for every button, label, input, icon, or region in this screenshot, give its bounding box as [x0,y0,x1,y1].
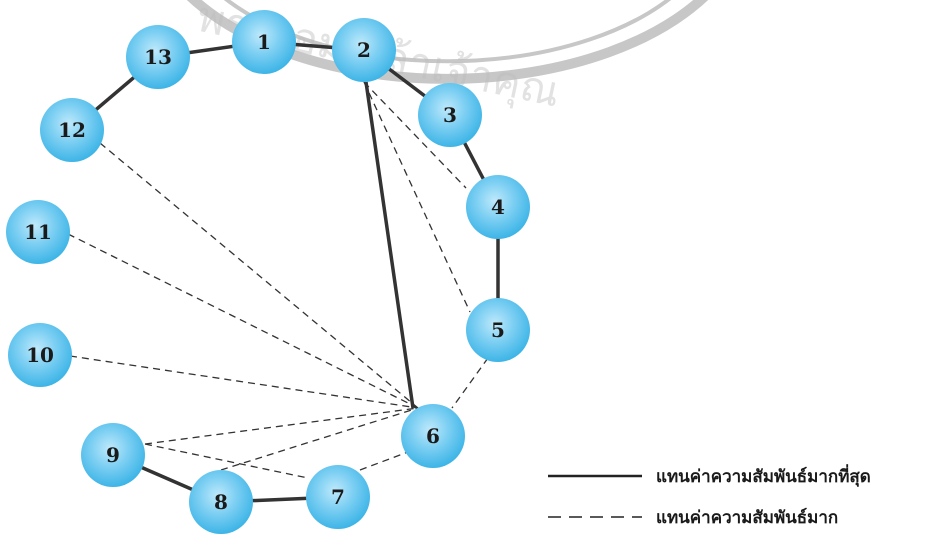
node-6: 6 [401,404,465,468]
node-label-7: 7 [331,485,345,509]
node-1: 1 [232,10,296,74]
node-circle-4 [466,175,530,239]
edge-2-5-dashed [363,81,471,313]
node-5: 5 [466,298,530,362]
node-8: 8 [189,470,253,534]
edge-9-7-dashed [144,443,309,479]
node-circle-1 [232,10,296,74]
node-circle-5 [466,298,530,362]
node-label-6: 6 [426,424,440,448]
node-circle-7 [306,465,370,529]
node-circle-2 [332,18,396,82]
node-9: 9 [81,423,145,487]
node-circle-8 [189,470,253,534]
node-4: 4 [466,175,530,239]
edge-5-6-dashed [451,357,489,409]
node-7: 7 [306,465,370,529]
node-label-13: 13 [144,45,172,69]
edge-8-6-dashed [220,407,419,471]
legend-dashed-label: แทนค่าความสัมพันธ์มาก [656,507,838,528]
edge-9-6-dashed [144,407,419,445]
node-13: 13 [126,25,190,89]
node-label-5: 5 [491,318,505,342]
legend: แทนค่าความสัมพันธ์มากที่สุด แทนค่าความสั… [548,464,871,528]
node-2: 2 [332,18,396,82]
node-10: 10 [8,323,72,387]
edge-2-6-solid [364,81,415,409]
legend-solid-label: แทนค่าความสัมพันธ์มากที่สุด [656,464,871,487]
node-label-10: 10 [26,343,54,367]
edge-7-6-dashed [359,451,409,471]
node-circle-12 [40,98,104,162]
node-circle-11 [6,200,70,264]
node-11: 11 [6,200,70,264]
node-label-11: 11 [24,220,52,244]
edge-2-4-dashed [363,81,467,189]
node-label-9: 9 [106,443,120,467]
node-circle-6 [401,404,465,468]
edge-10-6-dashed [69,355,419,409]
node-circle-13 [126,25,190,89]
node-circle-3 [418,83,482,147]
node-label-2: 2 [357,38,371,62]
node-label-1: 1 [257,30,271,54]
node-label-12: 12 [58,118,86,142]
node-circle-10 [8,323,72,387]
node-12: 12 [40,98,104,162]
node-circle-9 [81,423,145,487]
edge-11-6-dashed [67,233,419,409]
edge-12-6-dashed [99,142,419,409]
node-3: 3 [418,83,482,147]
node-label-3: 3 [443,103,457,127]
node-label-4: 4 [491,195,505,219]
node-label-8: 8 [214,490,228,514]
